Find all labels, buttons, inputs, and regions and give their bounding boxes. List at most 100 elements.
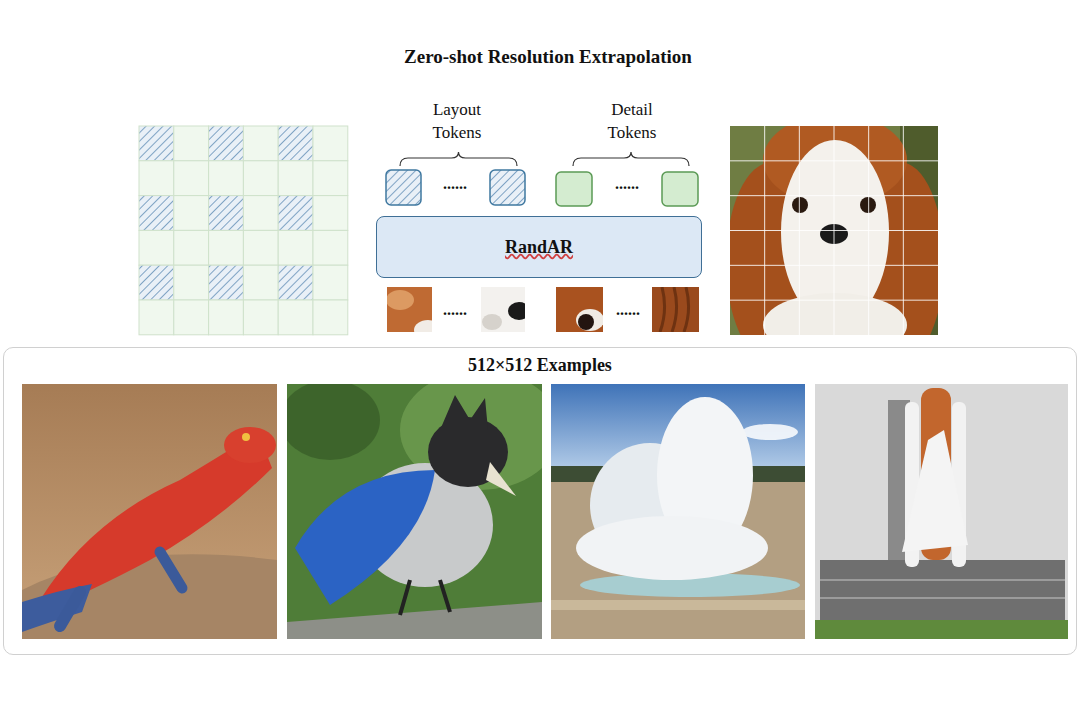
lizard-eye	[242, 433, 250, 441]
panel-heading: 512×512 Examples	[468, 355, 612, 376]
model-box: RandAR	[376, 216, 702, 278]
token-grid	[139, 126, 348, 335]
platform-line	[820, 597, 1065, 599]
detail-cell	[313, 126, 348, 161]
grid-line	[730, 230, 938, 231]
layout-cell	[278, 126, 313, 161]
detail-cell	[174, 300, 209, 335]
brace	[400, 152, 517, 166]
detail-cell	[313, 265, 348, 300]
detail-cell	[278, 300, 313, 335]
ellipsis: ......	[443, 299, 467, 321]
brace	[573, 152, 689, 166]
patch-eye	[578, 314, 594, 330]
grass	[815, 620, 1068, 639]
bird-crest	[440, 395, 488, 430]
detail-cell	[174, 265, 209, 300]
detail-token	[556, 172, 592, 206]
ellipsis: ......	[616, 299, 640, 321]
detail-cell	[139, 300, 174, 335]
detail-cell	[313, 230, 348, 265]
dog-image	[730, 126, 938, 335]
token-group-label: Detail Tokens	[608, 99, 657, 145]
model-name: RandAR	[505, 237, 573, 258]
detail-cell	[243, 230, 278, 265]
ellipsis: ......	[443, 173, 467, 195]
detail-cell	[313, 161, 348, 196]
detail-cell	[174, 161, 209, 196]
layout-cell	[139, 196, 174, 231]
dog-chest	[763, 293, 907, 335]
patch-strand	[672, 287, 677, 332]
patch-shade	[482, 314, 502, 330]
layout-token	[490, 170, 525, 205]
image-patch	[387, 287, 432, 332]
branch	[287, 602, 542, 639]
patch-fur	[387, 290, 414, 310]
layout-cell	[139, 265, 174, 300]
detail-cell	[139, 230, 174, 265]
grid-line	[730, 265, 938, 266]
detail-cell	[313, 196, 348, 231]
grid-line	[868, 126, 869, 335]
detail-cell	[243, 196, 278, 231]
detail-token	[662, 172, 698, 206]
layout-cell	[278, 265, 313, 300]
bird-wing	[295, 470, 435, 605]
lizard-leg	[60, 592, 80, 626]
detail-cell	[243, 300, 278, 335]
shuttle-image	[815, 384, 1068, 639]
plume	[576, 516, 768, 580]
layout-token	[386, 170, 421, 205]
bird-image	[287, 384, 542, 639]
background	[22, 384, 277, 639]
examples-panel: 512×512 Examples	[3, 347, 1077, 655]
patch-white	[576, 309, 603, 331]
patch-strand	[660, 287, 665, 332]
patch-fur	[556, 287, 603, 332]
dog-eye	[860, 197, 876, 213]
sky	[815, 384, 1068, 639]
detail-cell	[209, 161, 244, 196]
detail-cell	[313, 300, 348, 335]
patch-strand	[684, 287, 689, 332]
layout-cell	[278, 196, 313, 231]
detail-cell	[209, 230, 244, 265]
image-patch	[481, 287, 525, 332]
layout-cell	[209, 196, 244, 231]
detail-cell	[243, 265, 278, 300]
ground-stripe	[551, 600, 805, 610]
detail-cell	[243, 126, 278, 161]
background	[287, 384, 380, 460]
lizard-image	[22, 384, 277, 639]
lizard-leg	[160, 552, 182, 588]
dog-eye	[792, 197, 808, 213]
ellipsis: ......	[615, 173, 639, 195]
detail-cell	[139, 161, 174, 196]
figure-title: Zero-shot Resolution Extrapolation	[404, 46, 692, 68]
patch-nose	[508, 302, 525, 320]
bird-leg	[400, 580, 450, 615]
patch-fur	[652, 287, 699, 332]
detail-cell	[174, 126, 209, 161]
patch-white	[414, 320, 432, 332]
lizard-head	[224, 427, 276, 463]
bird-beak	[486, 462, 516, 496]
image-patch	[556, 287, 603, 332]
detail-cell	[174, 196, 209, 231]
orbiter	[902, 430, 968, 552]
detail-cell	[209, 300, 244, 335]
rock	[22, 554, 277, 639]
detail-cell	[174, 230, 209, 265]
launch-platform	[820, 560, 1065, 622]
cloud	[742, 424, 798, 440]
detail-cell	[278, 230, 313, 265]
platform-line	[820, 579, 1065, 581]
detail-cell	[278, 161, 313, 196]
detail-cell	[243, 161, 278, 196]
token-group-label: Layout Tokens	[433, 99, 482, 145]
grid-line	[730, 300, 938, 301]
layout-cell	[139, 126, 174, 161]
